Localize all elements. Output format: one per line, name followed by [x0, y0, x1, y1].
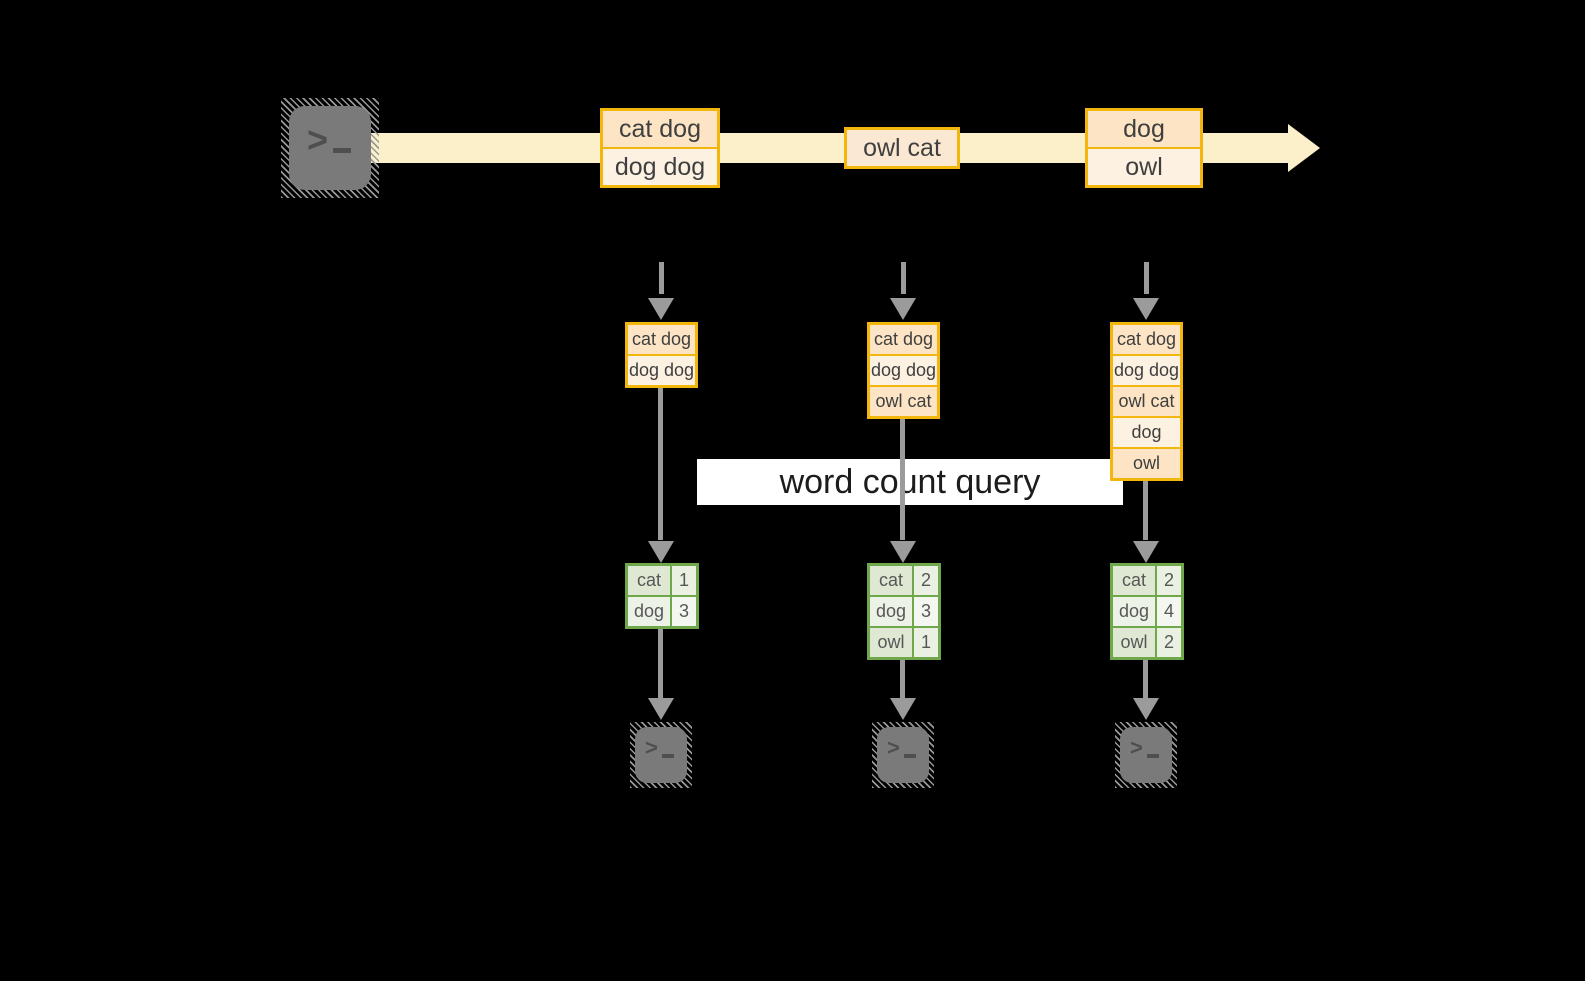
table-row: dog 3 — [628, 595, 696, 626]
table-row: cat 2 — [1113, 566, 1181, 595]
stream-event-box-3: dog owl — [1085, 108, 1203, 188]
stream-event-line: dog dog — [603, 147, 717, 185]
arrowhead-icon — [1133, 698, 1159, 720]
terminal-screen: > — [1120, 727, 1172, 783]
count-cell: 2 — [1157, 628, 1181, 657]
word-cell: dog — [628, 597, 672, 626]
word-cell: dog — [870, 597, 914, 626]
stream-event-line: owl cat — [847, 130, 957, 166]
count-cell: 3 — [914, 597, 938, 626]
buffer-line: dog dog — [628, 354, 695, 385]
table-row: dog 4 — [1113, 595, 1181, 626]
table-row: cat 2 — [870, 566, 938, 595]
word-cell: cat — [628, 566, 672, 595]
terminal-output-icon-3: > — [1115, 722, 1177, 788]
terminal-screen: > — [635, 727, 687, 783]
event-buffer-stack-2: cat dog dog dog owl cat — [867, 322, 940, 419]
arrowhead-icon — [890, 698, 916, 720]
stream-event-line: cat dog — [603, 111, 717, 147]
count-table-1: cat 1 dog 3 — [625, 563, 699, 629]
terminal-cursor-icon — [904, 754, 916, 758]
terminal-output-icon-2: > — [872, 722, 934, 788]
event-stream-arrowhead-icon — [1288, 124, 1320, 172]
terminal-prompt-chevron: > — [1130, 735, 1143, 760]
stream-event-box-1: cat dog dog dog — [600, 108, 720, 188]
arrow-line — [900, 419, 905, 540]
dashed-arrowhead-icon — [890, 298, 916, 320]
count-cell: 1 — [914, 628, 938, 657]
dashed-arrowhead-icon — [648, 298, 674, 320]
stream-event-line: owl — [1088, 147, 1200, 185]
terminal-prompt-chevron: > — [307, 119, 329, 160]
terminal-source-icon: > — [281, 98, 379, 198]
terminal-cursor-icon — [333, 148, 351, 153]
buffer-line: cat dog — [628, 325, 695, 354]
buffer-line: dog — [1113, 416, 1180, 447]
terminal-output-icon-1: > — [630, 722, 692, 788]
word-cell: owl — [870, 628, 914, 657]
buffer-line: owl — [1113, 447, 1180, 478]
arrowhead-icon — [648, 541, 674, 563]
count-cell: 1 — [672, 566, 696, 595]
terminal-prompt-chevron: > — [887, 735, 900, 760]
word-cell: cat — [1113, 566, 1157, 595]
buffer-line: cat dog — [870, 325, 937, 354]
arrowhead-icon — [1133, 541, 1159, 563]
count-cell: 4 — [1157, 597, 1181, 626]
stream-event-line: dog — [1088, 111, 1200, 147]
table-row: dog 3 — [870, 595, 938, 626]
table-row: cat 1 — [628, 566, 696, 595]
count-table-3: cat 2 dog 4 owl 2 — [1110, 563, 1184, 660]
word-cell: owl — [1113, 628, 1157, 657]
word-count-query-label: word count query — [697, 459, 1123, 505]
buffer-line: cat dog — [1113, 325, 1180, 354]
arrow-line — [658, 388, 663, 540]
event-buffer-stack-3: cat dog dog dog owl cat dog owl — [1110, 322, 1183, 481]
arrow-line — [1143, 660, 1148, 698]
count-cell: 2 — [914, 566, 938, 595]
arrowhead-icon — [648, 698, 674, 720]
buffer-line: dog dog — [870, 354, 937, 385]
dashed-arrowhead-icon — [1133, 298, 1159, 320]
table-row: owl 2 — [1113, 626, 1181, 657]
terminal-prompt-chevron: > — [645, 735, 658, 760]
terminal-cursor-icon — [1147, 754, 1159, 758]
terminal-screen: > — [289, 106, 371, 190]
table-row: owl 1 — [870, 626, 938, 657]
dashed-arrow-line — [1144, 262, 1149, 294]
count-cell: 3 — [672, 597, 696, 626]
word-cell: dog — [1113, 597, 1157, 626]
dashed-arrow-line — [901, 262, 906, 294]
dashed-arrow-line — [659, 262, 664, 294]
buffer-line: owl cat — [870, 385, 937, 416]
count-table-2: cat 2 dog 3 owl 1 — [867, 563, 941, 660]
buffer-line: dog dog — [1113, 354, 1180, 385]
buffer-line: owl cat — [1113, 385, 1180, 416]
arrow-line — [1143, 481, 1148, 540]
arrow-line — [658, 629, 663, 698]
word-cell: cat — [870, 566, 914, 595]
event-buffer-stack-1: cat dog dog dog — [625, 322, 698, 388]
terminal-screen: > — [877, 727, 929, 783]
arrowhead-icon — [890, 541, 916, 563]
stream-event-box-2: owl cat — [844, 127, 960, 169]
count-cell: 2 — [1157, 566, 1181, 595]
arrow-line — [900, 660, 905, 698]
terminal-cursor-icon — [662, 754, 674, 758]
